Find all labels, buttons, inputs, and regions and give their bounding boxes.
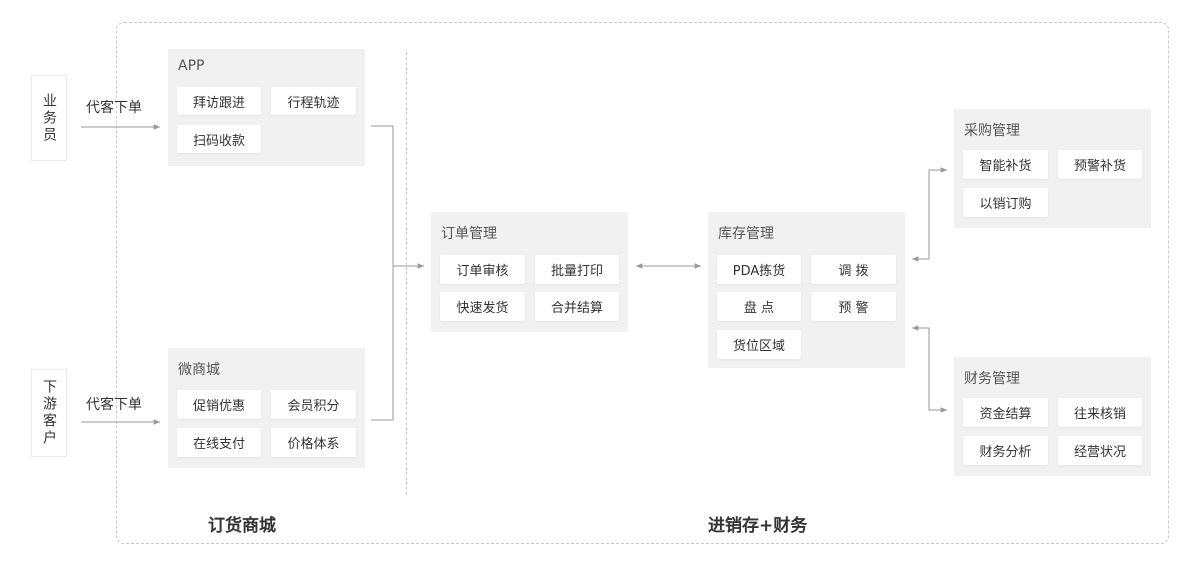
actor-salesperson: 业务员 [31, 75, 67, 161]
arrow-to-finance [912, 325, 947, 413]
purchase-item-alert-restock: 预警补货 [1058, 150, 1142, 179]
mall-item-promotions: 促销优惠 [177, 390, 261, 419]
panel-finance-mgmt-title: 财务管理 [964, 371, 1020, 387]
finance-item-financial-analysis: 财务分析 [963, 436, 1048, 465]
system-boundary-frame [116, 22, 1169, 544]
inventory-item-alert: 预 警 [811, 292, 896, 321]
panel-order-mgmt-title: 订单管理 [441, 226, 497, 242]
section-label-psi-finance: 进销存+财务 [708, 516, 808, 536]
app-item-route-tracking: 行程轨迹 [271, 87, 356, 115]
order-item-merge-settle: 合并结算 [535, 292, 619, 321]
section-divider [406, 52, 407, 495]
mall-item-member-points: 会员积分 [271, 390, 356, 419]
panel-app-title: APP [178, 58, 205, 74]
finance-item-business-status: 经营状况 [1058, 436, 1142, 465]
actor-downstream-customer: 下游客户 [31, 369, 67, 457]
section-label-ordering-mall: 订货商城 [208, 516, 276, 536]
order-item-batch-print: 批量打印 [535, 255, 619, 284]
app-item-visit-follow-up: 拜访跟进 [177, 87, 261, 115]
finance-item-fund-settlement: 资金结算 [963, 398, 1048, 427]
actor-salesperson-label: 业务员 [41, 92, 57, 144]
purchase-item-smart-restock: 智能补货 [963, 150, 1048, 179]
mall-item-price-system: 价格体系 [271, 428, 356, 457]
panel-purchase-mgmt-title: 采购管理 [964, 123, 1020, 139]
panel-mini-mall-title: 微商城 [178, 362, 220, 378]
order-item-review: 订单审核 [440, 255, 525, 284]
app-bracket [371, 125, 394, 421]
app-item-scan-payment: 扫码收款 [177, 125, 261, 153]
edge-label-proxy-order-bottom: 代客下单 [86, 397, 142, 413]
order-item-fast-ship: 快速发货 [440, 292, 525, 321]
purchase-item-sales-based-order: 以销订购 [963, 188, 1048, 217]
inventory-item-stocktake: 盘 点 [717, 292, 801, 321]
inventory-item-bin-location: 货位区域 [717, 330, 801, 359]
arrow-to-purchase [912, 167, 947, 262]
inventory-item-transfer: 调 拨 [811, 255, 896, 284]
finance-item-account-reconcile: 往来核销 [1058, 398, 1142, 427]
actor-customer-label: 下游客户 [41, 379, 57, 447]
inventory-item-pda-picking: PDA拣货 [717, 255, 801, 284]
mall-item-online-payment: 在线支付 [177, 428, 261, 457]
edge-label-proxy-order-top: 代客下单 [86, 100, 142, 116]
panel-inventory-mgmt-title: 库存管理 [718, 226, 774, 242]
